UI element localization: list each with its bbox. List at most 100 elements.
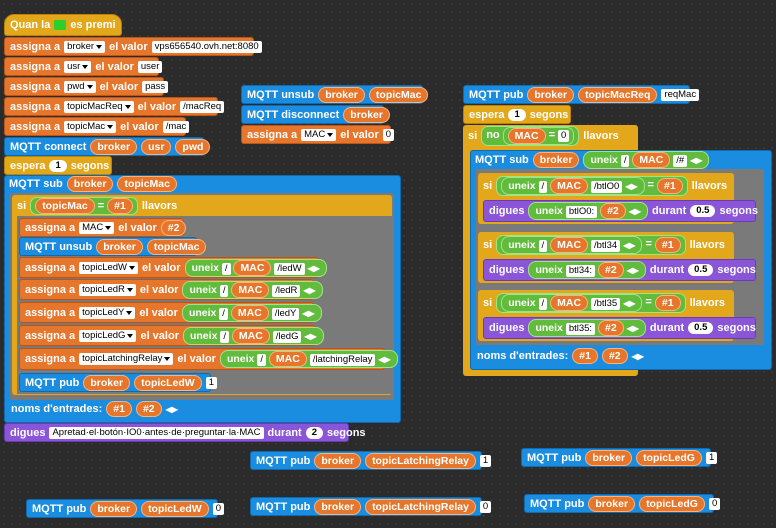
- broker-reporter[interactable]: broker: [90, 500, 138, 517]
- set-mac-zero-block[interactable]: assigna a MAC el valor 0: [241, 125, 395, 144]
- usr-reporter[interactable]: usr: [141, 138, 172, 155]
- set-topicledy-block[interactable]: assigna a topicLedY el valor uneix / MAC…: [19, 302, 322, 323]
- set-topicledg-block[interactable]: assigna a topicLedG el valor uneix / MAC…: [19, 325, 324, 346]
- seconds-input[interactable]: 0.5: [688, 264, 714, 276]
- prefix-input[interactable]: btl35:: [565, 323, 596, 335]
- prefix-input[interactable]: btl34:: [565, 265, 596, 277]
- mqtt-pub-latchingrelay-1-block[interactable]: MQTT pub broker topicLatchingRelay 1: [250, 451, 492, 470]
- join-reporter[interactable]: uneix / MAC /btl35 ◀▶: [501, 293, 643, 312]
- when-flag-clicked-hat[interactable]: Quan la es premi: [4, 14, 122, 36]
- set-mac-block[interactable]: assigna a MAC el valor #2: [19, 218, 187, 237]
- seconds-input[interactable]: 2: [305, 426, 324, 439]
- param-2-reporter[interactable]: #2: [601, 348, 628, 364]
- mac-reporter[interactable]: MAC: [268, 351, 307, 367]
- mac-reporter[interactable]: MAC: [632, 152, 671, 168]
- mqtt-pub-ledg-1-block[interactable]: MQTT pub broker topicLedG 1: [521, 448, 718, 467]
- param-reporter[interactable]: #1: [654, 294, 681, 311]
- seconds-input[interactable]: 1: [508, 108, 526, 121]
- mac-reporter[interactable]: MAC: [230, 304, 269, 321]
- message-input[interactable]: Apretad·el·botón·IO0·antes·de·preguntar·…: [49, 426, 264, 439]
- suffix-input[interactable]: /latchingRelay: [309, 354, 376, 366]
- value-input[interactable]: 0: [558, 129, 570, 142]
- mqtt-pub-latchingrelay-0-block[interactable]: MQTT pub broker topicLatchingRelay 0: [250, 497, 492, 516]
- arrows-icon[interactable]: ◀▶: [690, 156, 703, 165]
- value-input[interactable]: 0: [479, 500, 492, 513]
- variable-dropdown[interactable]: broker: [64, 40, 106, 53]
- arrows-icon[interactable]: ◀▶: [631, 351, 644, 361]
- param-reporter[interactable]: #2: [597, 262, 624, 278]
- variable-dropdown[interactable]: pwd: [64, 80, 96, 93]
- wait-block[interactable]: espera 1 segons: [4, 156, 112, 175]
- variable-dropdown[interactable]: topicLedW: [79, 261, 139, 274]
- variable-dropdown[interactable]: usr: [64, 60, 92, 73]
- suffix-input[interactable]: /btl34: [590, 239, 621, 252]
- value-input[interactable]: 1: [205, 376, 218, 389]
- set-topicmacreq-block[interactable]: assigna a topicMacReq el valor /macReq: [4, 97, 225, 116]
- suffix-input[interactable]: /ledY: [271, 307, 300, 320]
- slash-input[interactable]: /: [257, 354, 266, 366]
- broker-reporter[interactable]: broker: [314, 498, 362, 515]
- param-reporter[interactable]: #2: [600, 203, 626, 219]
- param-2-reporter[interactable]: #2: [135, 401, 162, 417]
- equals-operator[interactable]: MAC = 0: [502, 126, 575, 145]
- value-input[interactable]: vps656540.ovh.net:8080: [151, 40, 262, 53]
- arrows-icon[interactable]: ◀▶: [626, 266, 639, 275]
- equals-operator[interactable]: uneix / MAC /btl35 ◀▶ = #1: [496, 292, 686, 313]
- param-1-reporter[interactable]: #1: [572, 348, 598, 364]
- value-input[interactable]: pass: [142, 80, 169, 93]
- join-reporter[interactable]: uneix / MAC /latchingRelay ◀▶: [219, 350, 398, 368]
- value-input[interactable]: user: [137, 60, 163, 73]
- variable-dropdown[interactable]: topicMac: [64, 120, 117, 133]
- variable-dropdown[interactable]: topicLatchingRelay: [79, 353, 174, 365]
- join-reporter[interactable]: uneix / MAC /ledY ◀▶: [181, 303, 322, 322]
- slash-input[interactable]: /: [219, 307, 228, 320]
- seconds-input[interactable]: 0.5: [690, 205, 716, 217]
- pwd-reporter[interactable]: pwd: [175, 138, 211, 155]
- join-reporter[interactable]: uneix / MAC /ledR ◀▶: [182, 280, 323, 299]
- join-reporter[interactable]: uneix btlO0: #2 ◀▶: [528, 202, 649, 220]
- param-reporter[interactable]: #1: [656, 177, 683, 194]
- param-reporter[interactable]: #1: [107, 198, 133, 214]
- value-input[interactable]: /mac: [162, 120, 190, 133]
- broker-reporter[interactable]: broker: [90, 138, 138, 155]
- mac-reporter[interactable]: MAC: [550, 294, 589, 311]
- arrows-icon[interactable]: ◀▶: [623, 298, 636, 308]
- suffix-input[interactable]: /btlO0: [590, 180, 623, 193]
- join-reporter[interactable]: uneix / MAC /ledG ◀▶: [182, 326, 324, 345]
- arrows-icon[interactable]: ◀▶: [625, 181, 638, 191]
- value-input[interactable]: 0: [708, 497, 721, 510]
- topicledg-reporter[interactable]: topicLedG: [636, 449, 702, 466]
- slash-input[interactable]: /: [538, 239, 548, 252]
- value-input[interactable]: 0: [382, 128, 395, 141]
- topicmac-reporter[interactable]: topicMac: [35, 198, 95, 214]
- join-reporter[interactable]: uneix btl35: #2 ◀▶: [528, 319, 646, 337]
- variable-dropdown[interactable]: MAC: [301, 128, 337, 141]
- param-reporter[interactable]: #2: [597, 320, 624, 336]
- slash-input[interactable]: /: [220, 330, 229, 343]
- arrows-icon[interactable]: ◀▶: [165, 404, 178, 414]
- set-topiclatchingrelay-block[interactable]: assigna a topicLatchingRelay el valor un…: [19, 348, 398, 370]
- prefix-input[interactable]: btlO0:: [565, 206, 598, 218]
- slash-input[interactable]: /: [538, 297, 548, 310]
- mac-reporter[interactable]: MAC: [231, 281, 270, 298]
- suffix-input[interactable]: /btl35: [590, 297, 621, 310]
- say-for-secs-block[interactable]: digues uneix btl34: #2 ◀▶ durant 0.5 seg…: [483, 259, 756, 281]
- value-input[interactable]: reqMac: [661, 88, 700, 101]
- join-reporter[interactable]: uneix / MAC /btl34 ◀▶: [501, 235, 643, 254]
- set-topicledr-block[interactable]: assigna a topicLedR el valor uneix / MAC…: [19, 279, 323, 300]
- variable-dropdown[interactable]: topicLedG: [79, 329, 137, 342]
- variable-dropdown[interactable]: MAC: [79, 221, 115, 234]
- say-for-secs-block[interactable]: digues uneix btl35: #2 ◀▶ durant 0.5 seg…: [483, 317, 756, 339]
- set-pwd-block[interactable]: assigna a pwd el valor pass: [4, 77, 169, 96]
- arrows-icon[interactable]: ◀▶: [304, 331, 317, 341]
- suffix-input[interactable]: /ledG: [272, 330, 302, 343]
- set-usr-block[interactable]: assigna a usr el valor user: [4, 57, 163, 76]
- broker-reporter[interactable]: broker: [343, 106, 390, 123]
- broker-reporter[interactable]: broker: [527, 86, 575, 103]
- join-reporter[interactable]: uneix / MAC /ledW ◀▶: [184, 258, 327, 277]
- seconds-input[interactable]: 0.5: [688, 322, 714, 334]
- mqtt-pub-macreq-block[interactable]: MQTT pub broker topicMacReq reqMac: [463, 85, 700, 104]
- arrows-icon[interactable]: ◀▶: [307, 263, 320, 273]
- slash-input[interactable]: /: [219, 284, 229, 297]
- mqtt-unsub-block[interactable]: MQTT unsub broker topicMac: [19, 237, 207, 256]
